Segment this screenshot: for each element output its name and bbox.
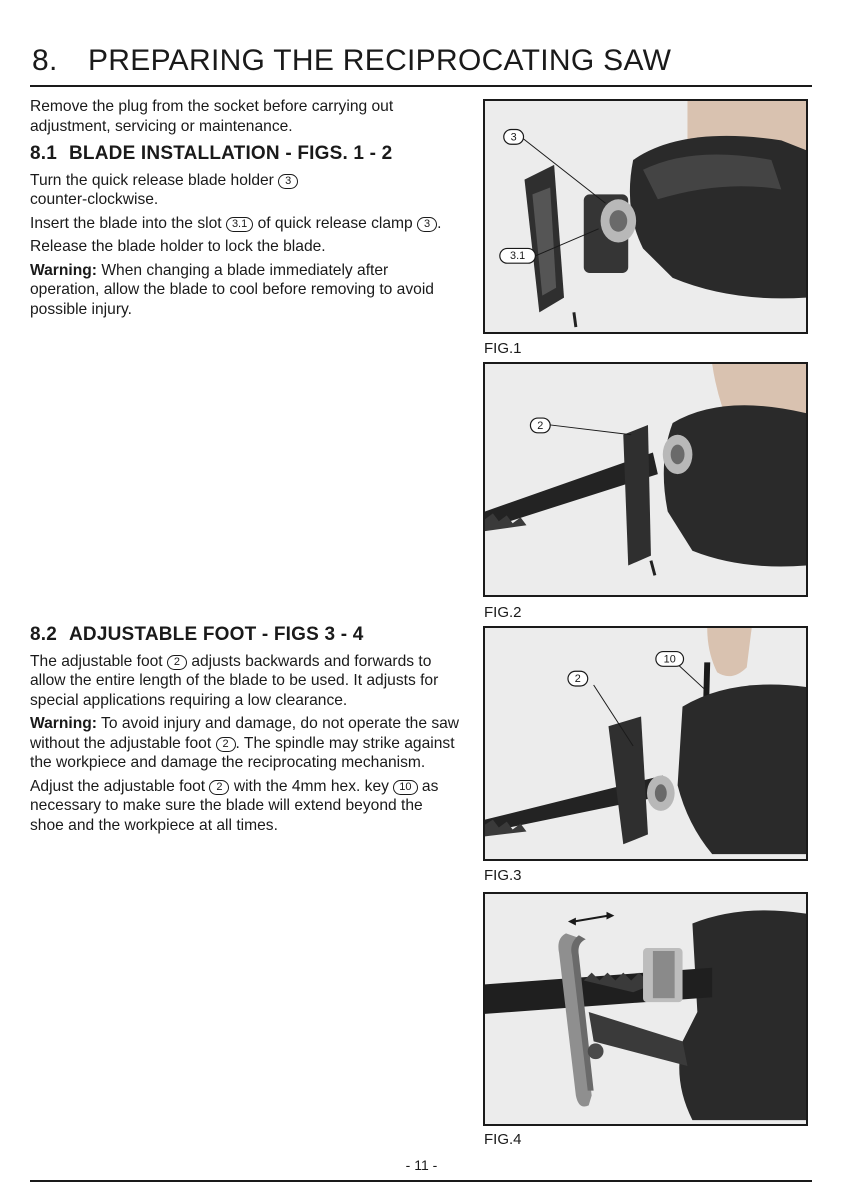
section-title: PREPARING THE RECIPROCATING SAW [88,44,672,77]
figure-4-image [483,892,808,1126]
saw-photo-2: 2 [485,364,806,595]
paragraph-release: Release the blade holder to lock the bla… [30,238,326,255]
section-number: 8. [32,44,58,77]
figure-3-callout-2: 2 [575,673,581,685]
figure-2-caption: FIG.2 [484,604,522,621]
warning-label: Warning: [30,261,97,279]
intro-paragraph: Remove the plug from the socket before c… [30,98,394,135]
figure-1-caption: FIG.1 [484,340,522,357]
figure-1-callout-3-1: 3.1 [510,250,525,262]
paragraph-insert-blade: Insert the blade into the slot 3.1 of qu… [30,214,442,232]
callout-ref: 3 [417,216,438,232]
warning-paragraph-1: Warning: When changing a blade immediate… [30,261,434,318]
title-rule [30,85,812,87]
paragraph-adjust-with-key: Adjust the adjustable foot 2 with the 4m… [30,777,439,834]
saw-photo-4 [485,894,806,1124]
callout-ref: 2 [215,736,236,752]
callout-ref: 2 [166,654,187,670]
figure-2-callout-2: 2 [537,420,543,432]
footer-rule [30,1180,812,1182]
figure-3-callout-10: 10 [664,653,676,665]
warning-paragraph-2: Warning: To avoid injury and damage, do … [30,715,460,771]
figure-4-caption: FIG.4 [484,1131,522,1148]
figure-2-image: 2 [483,362,808,597]
callout-ref: 10 [393,779,418,795]
callout-ref: 2 [209,779,230,795]
figure-1-callout-3: 3 [511,131,517,143]
text-column-top: Remove the plug from the socket before c… [30,97,460,323]
paragraph-adjustable-foot: The adjustable foot 2 adjusts backwards … [30,652,439,709]
saw-photo-1: 3 3.1 [485,101,806,332]
figure-3-image: 2 10 [483,626,808,861]
callout-ref: 3 [278,173,299,189]
figure-3-caption: FIG.3 [484,867,522,884]
page-number: - 11 - [405,1157,438,1173]
page-title: 8. PREPARING THE RECIPROCATING SAW [32,44,671,78]
figure-1-image: 3 3.1 [483,99,808,334]
saw-photo-3: 2 10 [485,628,806,859]
warning-label: Warning: [30,715,97,732]
callout-ref: 3.1 [225,216,254,232]
